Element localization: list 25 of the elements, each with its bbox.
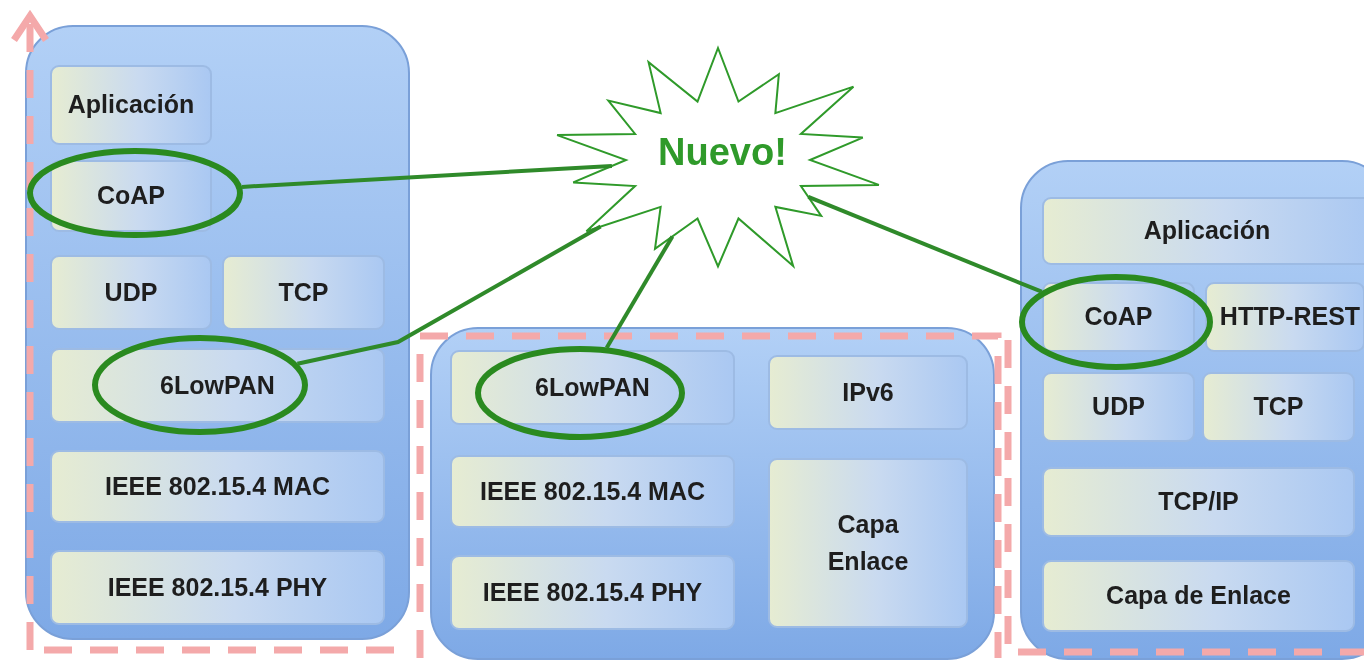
layer-box: IEEE 802.15.4 PHY — [450, 555, 735, 630]
callout-text: Nuevo! — [658, 130, 787, 174]
layer-box: UDP — [1042, 372, 1195, 442]
layer-box: IEEE 802.15.4 MAC — [450, 455, 735, 528]
stack-panel — [25, 25, 410, 640]
layer-box: Aplicación — [50, 65, 212, 145]
layer-box: TCP — [222, 255, 385, 330]
layer-box: 6LowPAN — [450, 350, 735, 425]
layer-box: CoAP — [1042, 282, 1195, 352]
layer-box: IEEE 802.15.4 PHY — [50, 550, 385, 625]
layer-box: TCP — [1202, 372, 1355, 442]
layer-box: Aplicación — [1042, 197, 1364, 265]
layer-box: IPv6 — [768, 355, 968, 430]
layer-box: UDP — [50, 255, 212, 330]
layer-box: Capa Enlace — [768, 458, 968, 628]
connector-line — [604, 235, 675, 349]
connector-line — [296, 224, 602, 366]
layer-box: 6LowPAN — [50, 348, 385, 423]
connector-line — [241, 164, 612, 189]
layer-box: IEEE 802.15.4 MAC — [50, 450, 385, 523]
layer-box: Capa de Enlace — [1042, 560, 1355, 632]
stack-panel — [1020, 160, 1364, 660]
layer-box: CoAP — [50, 160, 212, 232]
layer-box: HTTP-REST — [1205, 282, 1364, 352]
layer-box: TCP/IP — [1042, 467, 1355, 537]
